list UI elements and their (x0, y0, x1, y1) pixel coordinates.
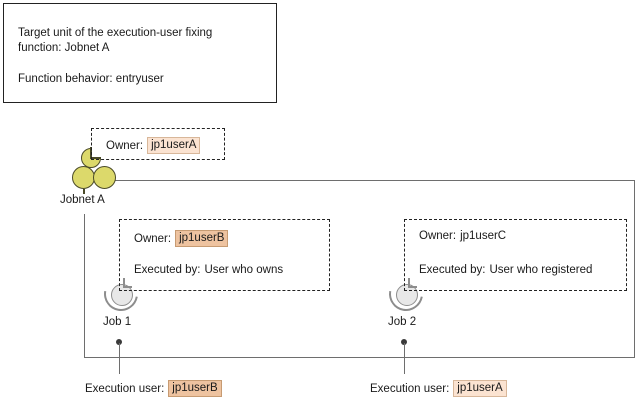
executed-by-value: User who owns (204, 264, 284, 276)
annotation-box-job2: Owner: jp1userC Executed by: User who re… (404, 219, 627, 291)
connector-stub-job1 (119, 343, 120, 374)
jobnet-notch-edge-bottom (90, 157, 101, 159)
owner-value: jp1userC (460, 230, 507, 242)
owner-label: Owner: (106, 139, 144, 152)
execution-user-value-highlight: jp1userA (453, 380, 507, 397)
junction-dot-job1 (116, 339, 122, 345)
annotation-box-job1: Owner: jp1userB Executed by: User who ow… (119, 219, 330, 291)
execution-user-caption-job2: Execution user: jp1userA (370, 380, 507, 397)
job-stem-horizontal-job1 (123, 286, 132, 288)
jobnet-notch-edge-left (90, 147, 92, 158)
job2-label: Job 2 (388, 316, 417, 328)
owner-label: Owner: (134, 232, 172, 245)
owner-label: Owner: (419, 230, 457, 242)
jobnet-notch (90, 147, 102, 158)
owner-value-highlight: jp1userB (175, 230, 229, 247)
jobnet-label: Jobnet A (60, 194, 105, 206)
job1-label: Job 1 (103, 316, 132, 328)
job-stem-vertical-job2 (408, 278, 410, 287)
job-disc-job1 (111, 284, 133, 306)
annotation-box-jobnet-owner: Owner: jp1userA (91, 128, 225, 160)
description-line-3: Function behavior: entryuser (18, 73, 164, 85)
annotation-row-owner-job2: Owner: jp1userC (419, 230, 506, 242)
executed-by-label: Executed by: (134, 264, 201, 276)
jobnet-group-icon (72, 147, 120, 194)
job-unit-icon-job1 (97, 270, 145, 318)
jobnet-tick (83, 189, 85, 194)
annotation-row-executed-job2: Executed by: User who registered (419, 264, 592, 276)
job-stem-vertical-job1 (123, 278, 125, 287)
execution-user-caption-job1: Execution user: jp1userB (85, 380, 222, 397)
description-line-1: Target unit of the execution-user fixing (18, 27, 213, 39)
job-stem-horizontal-job2 (408, 286, 417, 288)
job-disc-job2 (396, 284, 418, 306)
jobnet-circle-bottom-left (72, 166, 95, 189)
connector-stub-job2 (404, 343, 405, 374)
connector-line-left (84, 214, 85, 358)
executed-by-label: Executed by: (419, 264, 486, 276)
execution-user-value-highlight: jp1userB (168, 380, 222, 397)
execution-user-label: Execution user: (85, 382, 165, 395)
job-unit-icon-job2 (382, 270, 430, 318)
connector-line-bottom (84, 357, 635, 358)
description-line-2: function: Jobnet A (18, 42, 110, 54)
description-box: Target unit of the execution-user fixing… (3, 3, 277, 103)
executed-by-value: User who registered (489, 264, 593, 276)
annotation-row-owner-job1: Owner: jp1userB (134, 230, 229, 247)
junction-dot-job2 (401, 339, 407, 345)
annotation-row-executed-job1: Executed by: User who owns (134, 264, 283, 276)
jobnet-circle-bottom-right (93, 166, 116, 189)
connector-line-right (634, 180, 635, 358)
execution-user-label: Execution user: (370, 382, 450, 395)
connector-line-top (113, 180, 635, 181)
owner-value-highlight: jp1userA (147, 137, 201, 154)
annotation-row-owner: Owner: jp1userA (106, 137, 201, 154)
